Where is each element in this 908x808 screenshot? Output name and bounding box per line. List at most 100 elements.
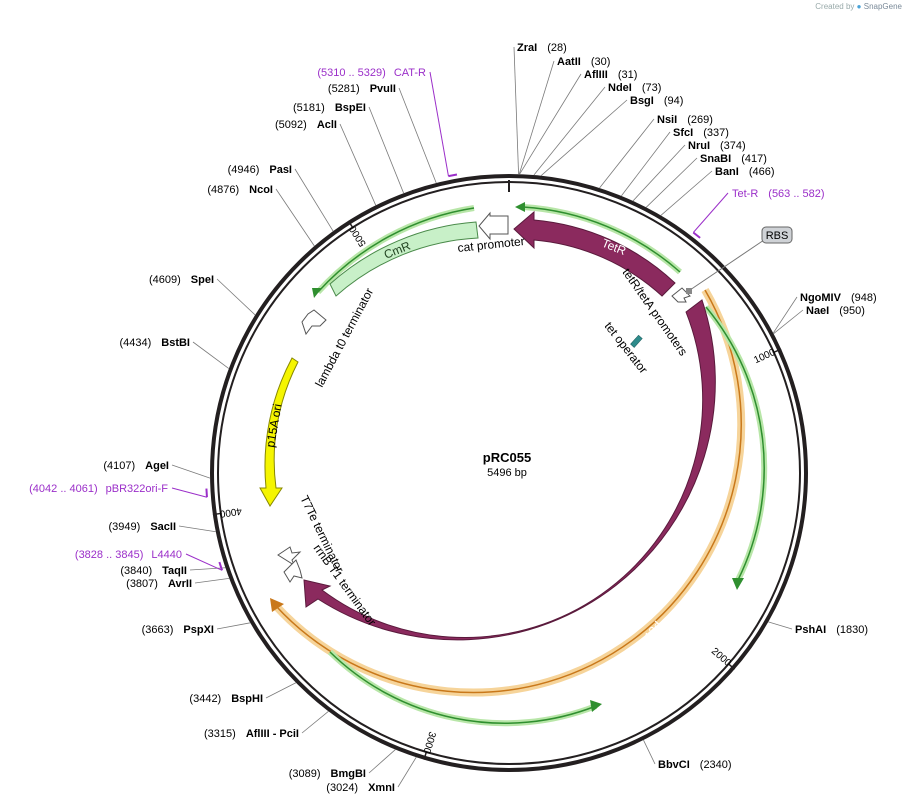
green-arc-bottom-head — [590, 700, 602, 712]
orange-arc-head — [270, 598, 284, 612]
enzyme-site-label[interactable]: (4609) SpeI — [149, 274, 214, 286]
enzyme-name: BspEI — [335, 102, 366, 114]
enzyme-name: PshAI — [795, 624, 826, 636]
enzyme-position: (4609) — [149, 274, 181, 286]
enzyme-site-label[interactable]: (3840) TaqII — [120, 565, 187, 577]
enzyme-name: TaqII — [162, 565, 187, 577]
enzyme-leader — [294, 168, 334, 232]
enzyme-position: (94) — [664, 95, 684, 107]
enzyme-site-label[interactable]: (4107)AgeI — [103, 460, 169, 472]
enzyme-position: (3663) — [142, 624, 174, 636]
enzyme-leader — [368, 749, 396, 774]
tick-mark — [347, 220, 354, 229]
enzyme-leader — [621, 131, 671, 197]
green-arc-right-head — [732, 578, 744, 590]
enzyme-site-label[interactable]: NdeI(73) — [608, 82, 661, 94]
enzyme-name: NaeI — [806, 305, 829, 317]
enzyme-site-label[interactable]: (3315)AflIII - PciI — [204, 728, 299, 740]
enzyme-leader — [643, 739, 656, 765]
enzyme-name: SpeI — [191, 274, 214, 286]
enzyme-position: (5092) — [275, 119, 307, 131]
primer-name: pBR322ori-F — [106, 483, 169, 495]
enzyme-site-label[interactable]: BsgI(94) — [630, 95, 683, 107]
enzyme-site-label[interactable]: (3807) AvrII — [126, 578, 192, 590]
enzyme-position: (950) — [839, 305, 865, 317]
enzyme-site-label[interactable]: (3024)XmnI — [326, 782, 395, 794]
rrnb-t1-terminator-arrow[interactable] — [283, 559, 303, 583]
enzyme-site-label[interactable]: SnaBI(417) — [700, 153, 767, 165]
rbs-box[interactable] — [761, 226, 793, 244]
orange-arc-feature[interactable] — [273, 287, 746, 697]
enzyme-site-label[interactable]: SfcI(337) — [673, 127, 729, 139]
enzyme-site-label[interactable]: (3442)BspHI — [189, 693, 263, 705]
enzyme-site-label[interactable]: (4876)NcoI — [207, 184, 273, 196]
enzyme-position: (5181) — [293, 102, 325, 114]
rbs-label: RBS — [766, 230, 789, 242]
green-arc-left-line — [317, 207, 475, 293]
tick-mark — [772, 348, 782, 354]
enzyme-site-label[interactable]: (5281)PvuII — [328, 83, 396, 95]
enzyme-position: (4946) — [228, 164, 260, 176]
enzyme-site-label[interactable]: (3949)SacII — [109, 521, 176, 533]
primer-range: (563 .. 582) — [768, 188, 824, 200]
enzyme-site-label[interactable]: (3663)PspXI — [142, 624, 214, 636]
rbs-marker — [686, 288, 692, 294]
enzyme-name: SacII — [150, 521, 176, 533]
enzyme-name: BbvCI — [658, 759, 690, 771]
primer-label[interactable]: (4042 .. 4061)pBR322ori-F — [29, 483, 168, 495]
enzyme-site-label[interactable]: PshAI (1830) — [795, 624, 868, 636]
enzyme-leader — [216, 622, 251, 630]
enzyme-site-label[interactable]: NaeI (950) — [806, 305, 865, 317]
primer-label[interactable]: Tet-R (563 .. 582) — [732, 188, 825, 200]
enzyme-position: (3442) — [189, 693, 221, 705]
green-arc-bottom-line — [329, 651, 597, 724]
primer-leader — [692, 192, 729, 233]
enzyme-site-label[interactable]: (4946)PasI — [228, 164, 292, 176]
enzyme-site-label[interactable]: (4434)BstBI — [119, 337, 190, 349]
lambda-t0-terminator-arrow[interactable] — [301, 309, 327, 336]
primer-name: Tet-R — [732, 188, 758, 200]
primer-label[interactable]: (5310 .. 5329)CAT-R — [317, 67, 426, 79]
enzyme-position: (3840) — [120, 565, 152, 577]
enzyme-name: AvrII — [168, 578, 192, 590]
enzyme-site-label[interactable]: NruI(374) — [688, 140, 746, 152]
tick-mark — [727, 662, 736, 670]
enzyme-site-label[interactable]: (3089)BmgBI — [289, 768, 366, 780]
enzyme-site-label[interactable]: AflIII(31) — [584, 69, 637, 81]
primer-marker — [205, 488, 208, 498]
enzyme-site-label[interactable]: ZraI(28) — [517, 42, 567, 54]
enzyme-site-label[interactable]: (5092) AclI — [275, 119, 337, 131]
enzyme-site-label[interactable]: (5181) BspEI — [293, 102, 366, 114]
enzyme-name: AclI — [317, 119, 337, 131]
enzyme-leader — [339, 123, 377, 206]
enzyme-position: (1830) — [836, 624, 868, 636]
cmr-cds[interactable] — [329, 221, 479, 297]
enzyme-site-label[interactable]: NsiI(269) — [657, 114, 713, 126]
enzyme-position: (3807) — [126, 578, 158, 590]
cat-promoter-arrow[interactable] — [478, 211, 509, 241]
green-arc-bottom[interactable] — [327, 649, 598, 727]
enzyme-leader — [301, 711, 329, 734]
enzyme-leader — [772, 296, 798, 334]
tetr-cds[interactable] — [513, 210, 676, 297]
enzyme-leader — [632, 144, 686, 202]
primer-label[interactable]: (3828 .. 3845)L4440 — [75, 549, 182, 561]
tick-label: 4000 — [218, 505, 242, 519]
enzyme-leader — [599, 118, 655, 189]
enzyme-name: BanI — [715, 166, 739, 178]
enzyme-position: (4876) — [207, 184, 239, 196]
p15a-ori-feature[interactable] — [259, 357, 299, 507]
enzyme-leader — [773, 309, 804, 334]
tet-operator-marker[interactable] — [630, 334, 643, 348]
green-arc-top-line — [522, 206, 681, 273]
enzyme-site-label[interactable]: NgoMIV(948) — [800, 292, 877, 304]
enzyme-site-label[interactable]: AatII(30) — [557, 56, 610, 68]
enzyme-leader — [189, 567, 226, 571]
tetr-teta-promoters-arrow[interactable] — [671, 287, 691, 303]
enzyme-site-label[interactable]: BbvCI(2340) — [658, 759, 732, 771]
snapgene-logo-icon: ● — [856, 2, 862, 11]
green-arc-left-head — [312, 288, 322, 298]
enzyme-site-label[interactable]: BanI(466) — [715, 166, 775, 178]
enzyme-name: NdeI — [608, 82, 632, 94]
rfxcas13d-cds[interactable] — [303, 299, 716, 641]
